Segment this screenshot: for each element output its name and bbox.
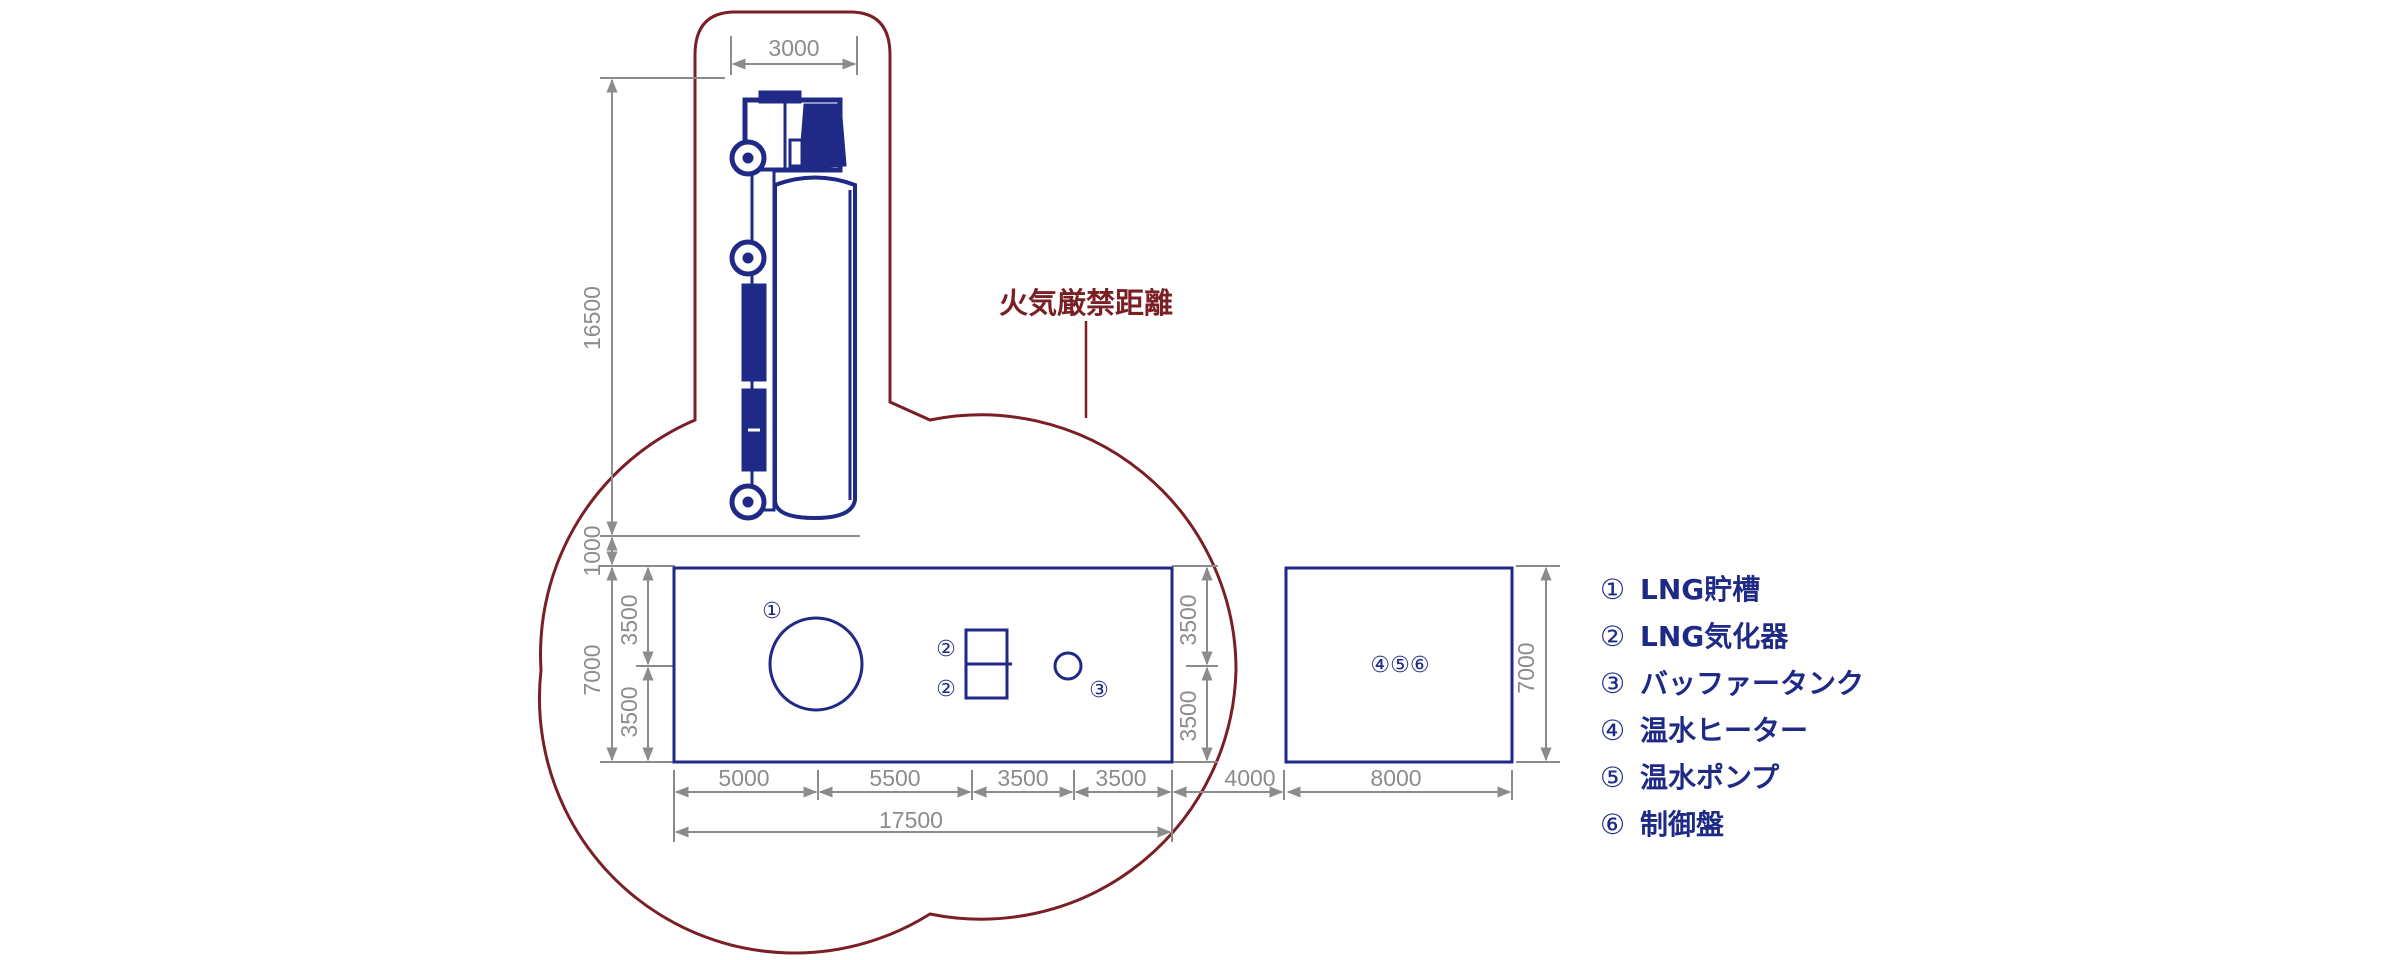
legend-marker: ⑤	[1600, 761, 1626, 794]
legend-item: ⑥ 制御盤	[1600, 801, 1960, 848]
lng-storage-tank	[768, 616, 864, 712]
dim-base-total: 17500	[879, 807, 943, 833]
legend-marker: ④	[1600, 714, 1626, 747]
dim-unit-depth: 7000	[1513, 642, 1539, 693]
truck-front-bumper	[758, 90, 802, 104]
dim-unit-width: 8000	[1370, 765, 1421, 791]
boundary-label: 火気厳禁距離	[999, 286, 1173, 320]
dim-gap-truck-base: 1000	[579, 525, 605, 576]
buffer-tank	[1053, 651, 1083, 681]
dim-base-seg-3: 3500	[997, 765, 1048, 791]
legend-marker: ⑥	[1600, 808, 1626, 841]
legend-label: 温水ヒーター	[1640, 714, 1809, 747]
legend-item: ① LNG貯槽	[1600, 566, 1960, 613]
dim-base-depth-top: 3500	[616, 594, 642, 645]
dim-base-right-bottom: 3500	[1175, 690, 1201, 741]
legend-marker: ②	[1600, 620, 1626, 653]
legend-label: 制御盤	[1640, 808, 1725, 841]
dim-gap-between-bases: 4000	[1224, 765, 1275, 791]
dim-base-depth: 7000	[579, 644, 605, 695]
dim-base-seg-2: 5500	[869, 765, 920, 791]
legend-marker: ③	[1600, 667, 1626, 700]
fire-prohibited-boundary	[537, 10, 1238, 955]
equipment-base	[672, 566, 1174, 764]
truck-cab-window	[788, 138, 804, 168]
legend-item: ③ バッファータンク	[1600, 660, 1960, 707]
dim-truck-width: 3000	[768, 35, 819, 61]
legend-label: 温水ポンプ	[1640, 761, 1780, 794]
truck-side-box-1	[741, 283, 767, 382]
tanker-truck	[729, 90, 857, 521]
legend-item: ④ 温水ヒーター	[1600, 707, 1960, 754]
dim-truck-length: 16500	[579, 286, 605, 350]
marker-buffer: ③	[1089, 678, 1109, 703]
marker-vaporizer-bottom: ②	[936, 677, 956, 702]
legend-label: LNG気化器	[1640, 620, 1789, 653]
dim-base-depth-bottom: 3500	[616, 686, 642, 737]
marker-tank: ①	[762, 599, 782, 624]
dim-base-right-top: 3500	[1175, 594, 1201, 645]
legend-label: LNG貯槽	[1640, 573, 1761, 606]
dim-base-seg-1: 5000	[718, 765, 769, 791]
legend-item: ② LNG気化器	[1600, 613, 1960, 660]
legend-item: ⑤ 温水ポンプ	[1600, 754, 1960, 801]
marker-vaporizer-top: ②	[936, 637, 956, 662]
dimension-lines	[600, 36, 1560, 842]
hot-water-unit	[1284, 566, 1514, 764]
dim-base-seg-4: 3500	[1095, 765, 1146, 791]
legend-label: バッファータンク	[1640, 667, 1865, 700]
truck-tank	[773, 175, 857, 521]
marker-unit: ④⑤⑥	[1370, 653, 1429, 678]
legend-marker: ①	[1600, 573, 1626, 606]
